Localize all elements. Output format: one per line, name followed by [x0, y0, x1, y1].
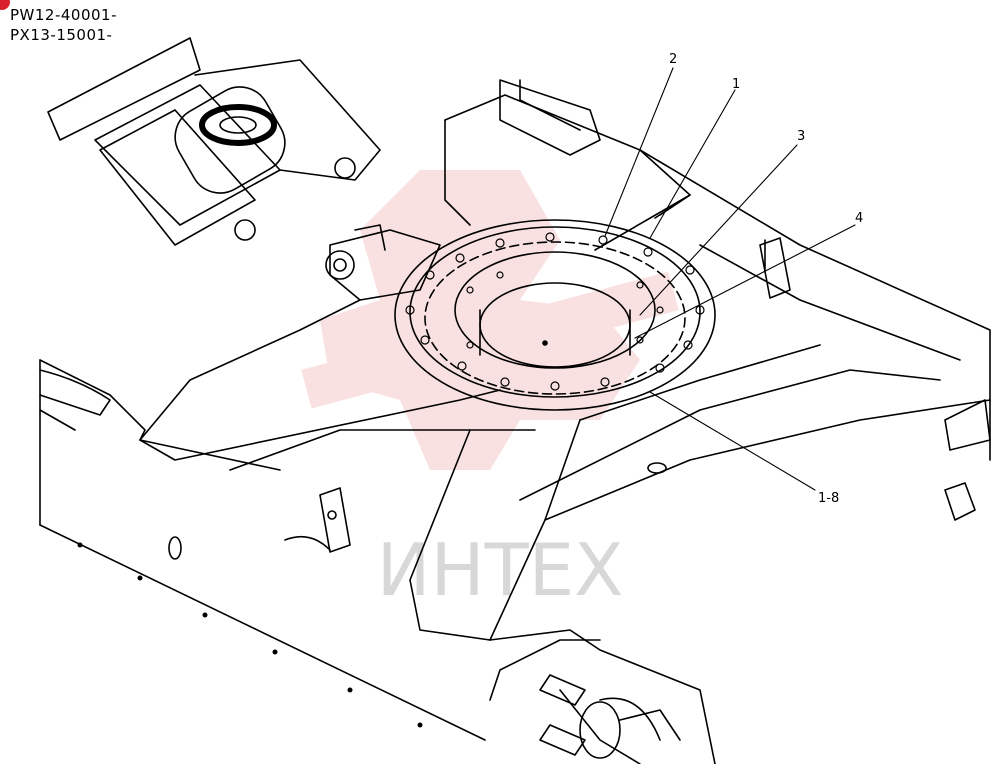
- callout-1: 1: [732, 77, 740, 92]
- boom-mount: [325, 224, 441, 301]
- serial-number-2: PX13-15001-: [10, 26, 113, 44]
- watermark-logo: [301, 170, 679, 470]
- swing-bearing: [394, 194, 716, 411]
- callout-4: 4: [855, 211, 863, 226]
- watermark-text: ИНТЕХ: [377, 528, 624, 612]
- callout-2: 2: [669, 52, 677, 67]
- corner-marker: [0, 0, 10, 10]
- inset-undercarriage: [47, 37, 381, 246]
- mount-brackets: [39, 237, 991, 560]
- callout-1-8: 1-8: [818, 491, 839, 506]
- serial-number-1: PW12-40001-: [10, 6, 118, 24]
- leader-lines: [604, 67, 856, 491]
- callout-3: 3: [797, 129, 805, 144]
- frame-holes: [77, 542, 423, 728]
- callout-labels: 2 1 3 4 1-8: [669, 52, 863, 506]
- ring-bolts: [405, 232, 705, 391]
